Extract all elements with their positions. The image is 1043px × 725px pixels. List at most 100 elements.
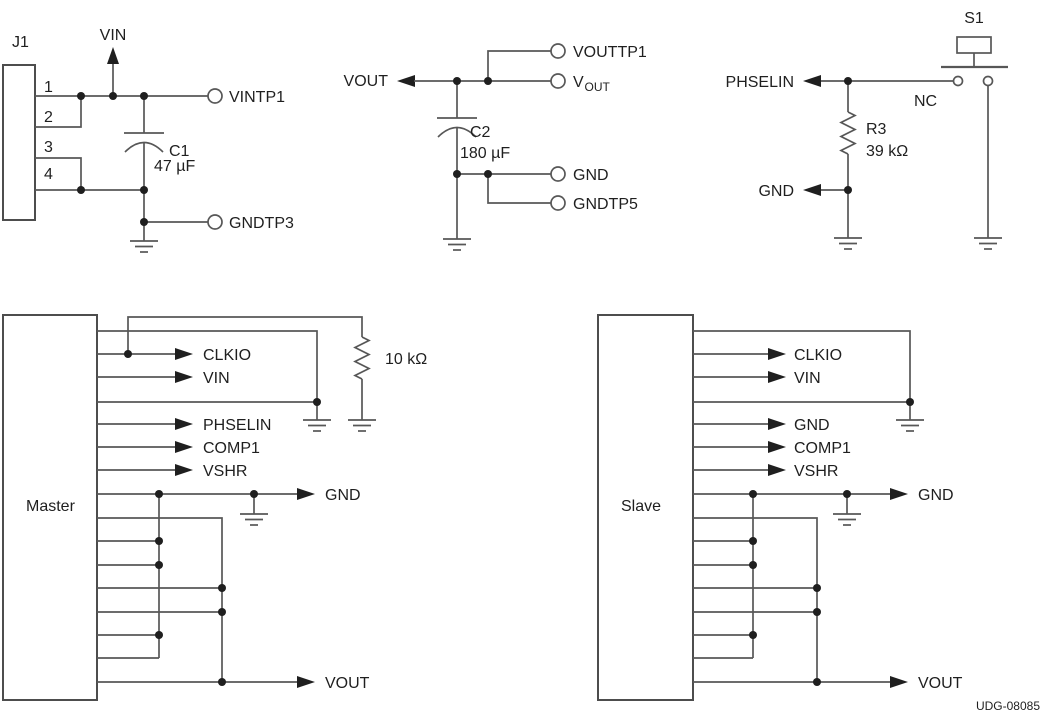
resistor-10k-symbol bbox=[354, 336, 370, 380]
pin-arrow-icon bbox=[768, 371, 786, 383]
junction-dot bbox=[218, 678, 226, 686]
testpoint-vouttp1-label: VOUTTP1 bbox=[573, 44, 647, 61]
master-pin-vin-label: VIN bbox=[203, 370, 230, 387]
junction-dot bbox=[109, 92, 117, 100]
junction-dot bbox=[77, 186, 85, 194]
testpoint-vouttp1-circle bbox=[550, 43, 566, 59]
slave-pin-vout-label: VOUT bbox=[918, 675, 963, 692]
connector-ref-label: J1 bbox=[12, 34, 29, 51]
ground-symbol bbox=[302, 419, 332, 432]
capacitor-c1-value: 47 µF bbox=[154, 158, 195, 175]
resistor-10k-value: 10 kΩ bbox=[385, 351, 427, 368]
master-pin-vshr-label: VSHR bbox=[203, 463, 247, 480]
slave-pin-gnd-label: GND bbox=[794, 417, 830, 434]
resistor-r3-ref: R3 bbox=[866, 121, 887, 138]
phselin-left-arrow-icon bbox=[803, 75, 821, 87]
testpoint-gndtp5-circle bbox=[550, 195, 566, 211]
connector-pin-3-label: 3 bbox=[44, 139, 53, 156]
slave-block-section: Slave CLKIO VIN GND COMP1 VSHR GND VOUT bbox=[597, 314, 963, 701]
junction-dot bbox=[844, 77, 852, 85]
gnd-net-label: GND bbox=[758, 183, 794, 200]
junction-dot bbox=[813, 608, 821, 616]
testpoint-gnd-label: GND bbox=[573, 167, 609, 184]
gnd-left-arrow-icon bbox=[803, 184, 821, 196]
capacitor-c2-value: 180 µF bbox=[460, 145, 510, 162]
slave-pin-vin-label: VIN bbox=[794, 370, 821, 387]
testpoint-vout-label-subscript: OUT bbox=[585, 80, 611, 94]
vout-net-label: VOUT bbox=[344, 73, 389, 90]
testpoint-vout-circle bbox=[550, 73, 566, 89]
pin-arrow-icon bbox=[890, 676, 908, 688]
junction-dot bbox=[155, 631, 163, 639]
pin-arrow-icon bbox=[175, 441, 193, 453]
master-pin-clkio-label: CLKIO bbox=[203, 347, 251, 364]
junction-dot bbox=[453, 170, 461, 178]
junction-dot bbox=[155, 490, 163, 498]
pin-arrow-icon bbox=[768, 418, 786, 430]
resistor-r3-symbol bbox=[840, 111, 856, 155]
junction-dot bbox=[484, 77, 492, 85]
connector-j1-body bbox=[2, 64, 36, 221]
testpoint-gndtp3-circle bbox=[207, 214, 223, 230]
slave-pin-comp1-label: COMP1 bbox=[794, 440, 851, 457]
junction-dot bbox=[140, 218, 148, 226]
junction-dot bbox=[250, 490, 258, 498]
junction-dot bbox=[155, 561, 163, 569]
ground-symbol bbox=[239, 513, 269, 526]
testpoint-gnd-circle bbox=[550, 166, 566, 182]
figure-number: UDG-08085 bbox=[976, 699, 1040, 713]
pin-arrow-icon bbox=[890, 488, 908, 500]
capacitor-c1-ref: C1 bbox=[169, 143, 190, 160]
vout-left-arrow-icon bbox=[397, 75, 415, 87]
junction-dot bbox=[844, 186, 852, 194]
junction-dot bbox=[218, 584, 226, 592]
pin-arrow-icon bbox=[175, 464, 193, 476]
slave-pin-gnd2-label: GND bbox=[918, 487, 954, 504]
testpoint-gndtp3-label: GNDTP3 bbox=[229, 215, 294, 232]
slave-pin-vshr-label: VSHR bbox=[794, 463, 838, 480]
testpoint-vout-label: V bbox=[573, 74, 584, 91]
master-block-body bbox=[2, 314, 98, 701]
slave-wires bbox=[693, 330, 911, 683]
phase-select-wires bbox=[821, 53, 989, 238]
output-cap-section: VOUT C2 180 µF VOUTTP1 V OUT GND GNDTP5 bbox=[344, 43, 647, 251]
junction-dot bbox=[313, 398, 321, 406]
resistor-r3-value: 39 kΩ bbox=[866, 143, 908, 160]
phase-select-section: S1 NC PHSELIN R3 39 kΩ GND bbox=[726, 10, 1008, 250]
slave-block-title: Slave bbox=[621, 498, 661, 515]
vin-rail-arrow-icon bbox=[107, 47, 119, 64]
switch-nc-label: NC bbox=[914, 93, 937, 110]
junction-dot bbox=[124, 350, 132, 358]
junction-dot bbox=[749, 490, 757, 498]
ground-symbol bbox=[347, 419, 377, 432]
master-block-section: Master 10 kΩ CLKIO VIN PHSELIN COMP1 VSH… bbox=[2, 314, 427, 701]
junction-dot bbox=[749, 631, 757, 639]
switch-s1-button bbox=[956, 36, 992, 54]
capacitor-c2-ref: C2 bbox=[470, 124, 491, 141]
pin-arrow-icon bbox=[175, 418, 193, 430]
pin-arrow-icon bbox=[175, 371, 193, 383]
ground-symbol bbox=[833, 237, 863, 250]
pin-arrow-icon bbox=[297, 676, 315, 688]
master-pin-vout-label: VOUT bbox=[325, 675, 370, 692]
junction-dot bbox=[813, 678, 821, 686]
output-wires bbox=[414, 50, 551, 239]
master-pin-comp1-label: COMP1 bbox=[203, 440, 260, 457]
junction-dot bbox=[140, 92, 148, 100]
junction-dot bbox=[155, 537, 163, 545]
switch-s1-ref: S1 bbox=[964, 10, 984, 27]
ground-symbol bbox=[832, 513, 862, 526]
junction-dot bbox=[749, 537, 757, 545]
master-pin-phselin-label: PHSELIN bbox=[203, 417, 271, 434]
pin-arrow-icon bbox=[768, 441, 786, 453]
ground-symbol bbox=[973, 237, 1003, 250]
connector-pin-1-label: 1 bbox=[44, 79, 53, 96]
connector-pin-4-label: 4 bbox=[44, 166, 53, 183]
testpoint-vintp1-circle bbox=[207, 88, 223, 104]
slave-pin-clkio-label: CLKIO bbox=[794, 347, 842, 364]
ground-symbol bbox=[895, 419, 925, 432]
switch-contact-right bbox=[982, 75, 994, 87]
junction-dot bbox=[906, 398, 914, 406]
